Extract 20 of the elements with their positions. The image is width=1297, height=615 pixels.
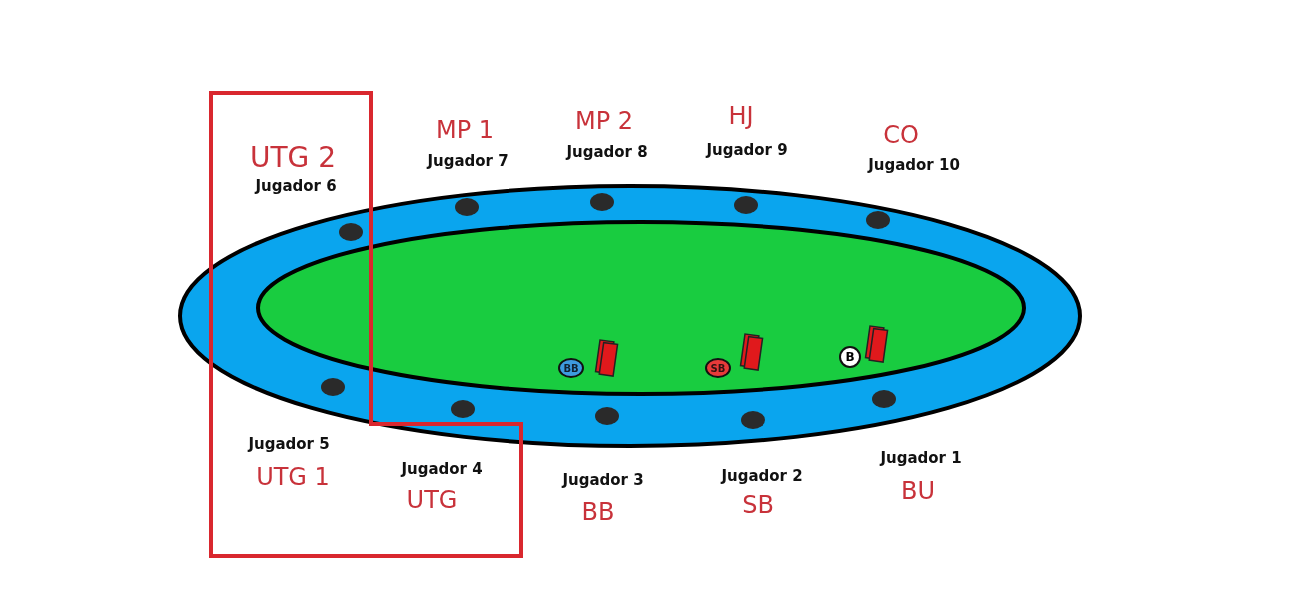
player-label: Jugador 6 bbox=[255, 177, 337, 195]
position-label: UTG bbox=[406, 486, 458, 514]
position-label: SB bbox=[742, 491, 774, 519]
player-label: Jugador 1 bbox=[880, 449, 962, 467]
position-label: UTG 1 bbox=[256, 463, 330, 491]
player-label: Jugador 4 bbox=[401, 460, 483, 478]
player-label: Jugador 7 bbox=[427, 152, 509, 170]
player-label: Jugador 2 bbox=[721, 467, 803, 485]
player-label: Jugador 5 bbox=[248, 435, 330, 453]
position-label: CO bbox=[883, 121, 919, 149]
player-label: Jugador 10 bbox=[868, 156, 960, 174]
position-label: BU bbox=[901, 477, 935, 505]
position-label: MP 2 bbox=[574, 107, 634, 135]
position-label: HJ bbox=[728, 102, 754, 130]
player-label: Jugador 3 bbox=[562, 471, 644, 489]
position-label: BB bbox=[581, 498, 615, 526]
player-label: Jugador 8 bbox=[566, 143, 648, 161]
position-label: MP 1 bbox=[435, 116, 495, 144]
player-label: Jugador 9 bbox=[706, 141, 788, 159]
position-label: UTG 2 bbox=[250, 140, 336, 174]
